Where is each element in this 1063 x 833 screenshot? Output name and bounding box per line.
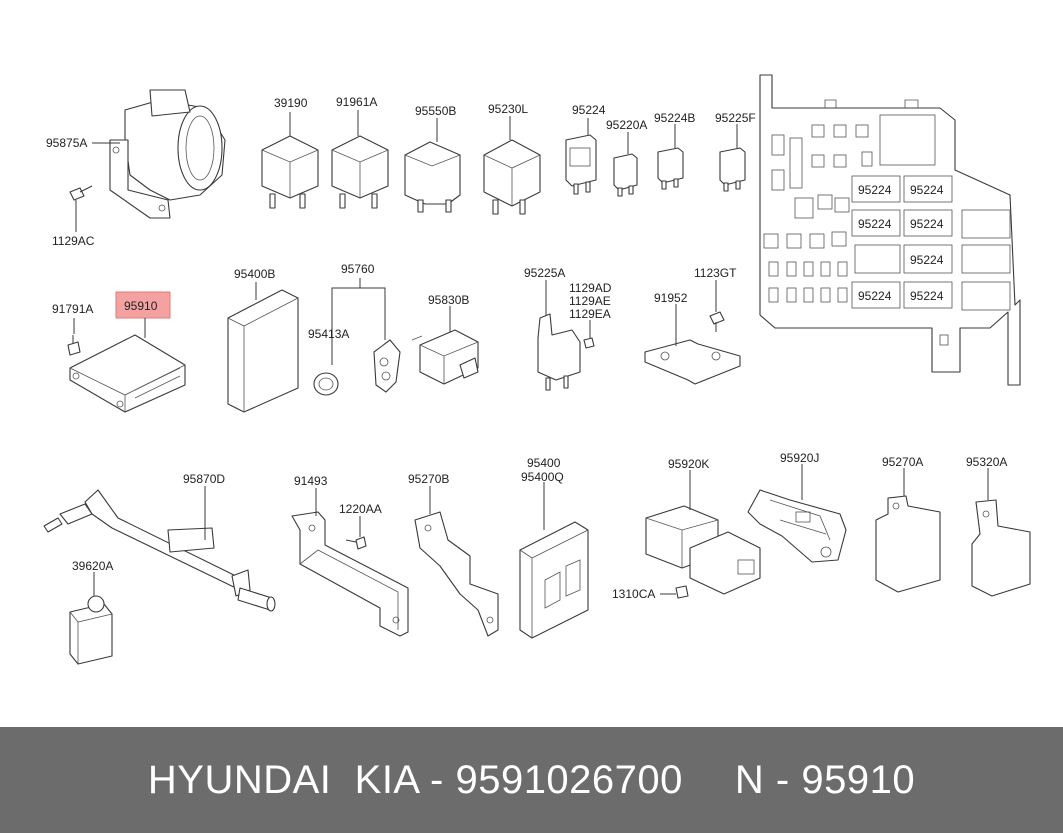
label-1129AD: 1129AD: [569, 281, 612, 295]
part-39620A-sensor: [69, 595, 113, 665]
part-95920K-relay-connector: [645, 505, 761, 599]
parts-diagram: 95875A 1129AC 39190 91961A 95550B 95230L: [43, 74, 1031, 665]
relay-95224-icon: [565, 134, 597, 195]
label-1129EA: 1129EA: [569, 307, 611, 321]
label-95320A: 95320A: [966, 455, 1007, 469]
relay-95225F-icon: [719, 147, 746, 192]
label-95224: 95224: [572, 103, 606, 117]
label-91961A: 91961A: [336, 95, 377, 109]
label-91493: 91493: [294, 474, 328, 488]
label-1220AA: 1220AA: [339, 502, 382, 516]
label-95220A: 95220A: [606, 118, 647, 132]
bolt-1220AA-icon: [345, 536, 367, 550]
label-91952: 91952: [654, 291, 688, 305]
label-95920J: 95920J: [780, 451, 819, 465]
relay-95230L-icon: [483, 139, 541, 215]
fuse-relay-box: [759, 74, 1021, 386]
part-95320A-module: [971, 499, 1031, 597]
remote-key-fob-icon: [373, 339, 401, 393]
fuse-slot-label: 95224: [910, 289, 944, 303]
relay-91961A-icon: [331, 135, 389, 209]
part-95920J-receiver: [747, 489, 847, 563]
label-95400Q: 95400Q: [521, 470, 564, 484]
label-39620A: 39620A: [72, 559, 113, 573]
footer-diagram-number: N - 95910: [734, 757, 916, 802]
part-95870D-antenna: [43, 489, 276, 612]
label-95870D: 95870D: [183, 472, 225, 486]
label-95230L: 95230L: [488, 102, 528, 116]
relay-39190-icon: [261, 135, 319, 209]
part-95270B-bracket: [414, 511, 499, 637]
footer-brand-part-number: HYUNDAI KIA - 9591026700: [147, 757, 683, 802]
part-number-footer: HYUNDAI KIA - 9591026700 N - 95910: [0, 727, 1063, 833]
fuse-slot-label: 95224: [910, 253, 944, 267]
label-1129AC: 1129AC: [52, 234, 95, 248]
label-95413A: 95413A: [308, 327, 349, 341]
part-95910-control-unit: [69, 334, 186, 413]
part-95413A-ring: [313, 372, 339, 396]
part-95400-smart-key-module: [519, 521, 589, 639]
label-95224B: 95224B: [654, 111, 695, 125]
relay-95550B-icon: [404, 141, 461, 213]
label-95830B: 95830B: [428, 293, 469, 307]
fuse-slot-label: 95224: [858, 217, 892, 231]
label-91791A: 91791A: [52, 302, 93, 316]
label-1129AE: 1129AE: [569, 294, 611, 308]
highlight-95910: [115, 291, 171, 319]
bolt-91791A-icon: [67, 335, 81, 356]
relay-95225A-icon: [537, 313, 581, 391]
fuse-slot-label: 95224: [858, 183, 892, 197]
label-95270A: 95270A: [882, 455, 923, 469]
label-95920K: 95920K: [668, 457, 709, 471]
fuse-slot-label: 95224: [858, 289, 892, 303]
label-95400: 95400: [527, 456, 561, 470]
label-1310CA: 1310CA: [612, 587, 655, 601]
part-95400B-module: [227, 289, 299, 413]
label-95550B: 95550B: [415, 104, 456, 118]
label-95400B: 95400B: [234, 267, 275, 281]
label-39190: 39190: [274, 96, 308, 110]
part-91493-bracket: [291, 511, 409, 637]
part-95875A-sensor-bracket: [109, 89, 226, 219]
fuse-slot-label: 95224: [910, 217, 944, 231]
part-95270A-module: [875, 495, 941, 593]
relay-95830B-icon: [411, 329, 479, 385]
fuse-slot-label: 95224: [910, 183, 944, 197]
label-95270B: 95270B: [408, 472, 449, 486]
bolt-1129AC-icon: [69, 185, 93, 201]
part-91952-bracket: [644, 339, 741, 385]
label-95760: 95760: [341, 262, 375, 276]
bolt-1129-icon: [583, 337, 595, 349]
relay-95224B-icon: [657, 147, 684, 190]
relay-95220A-icon: [613, 153, 638, 197]
label-1123GT: 1123GT: [694, 266, 737, 280]
label-95225A: 95225A: [524, 266, 565, 280]
bolt-1123GT-icon: [709, 311, 725, 332]
label-95910: 95910: [124, 299, 158, 313]
label-95225F: 95225F: [715, 111, 756, 125]
label-95875A: 95875A: [46, 136, 87, 150]
